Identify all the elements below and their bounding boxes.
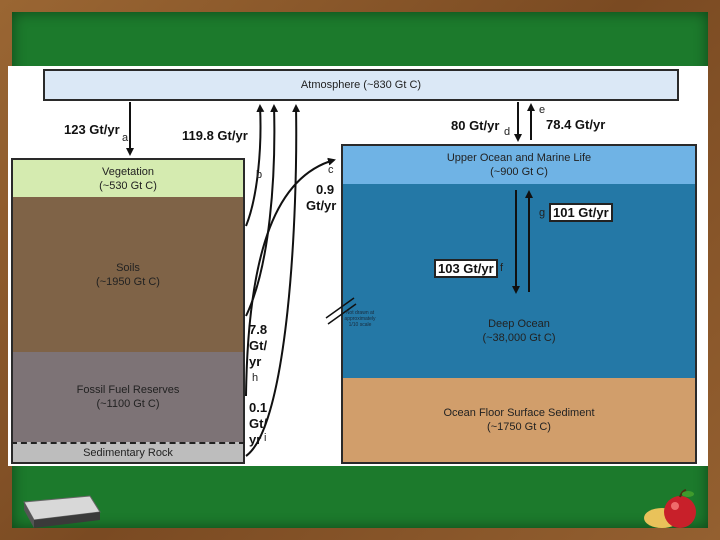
apple-icon [642, 488, 706, 532]
eraser-icon [20, 490, 102, 530]
flux-i-unit-2: yr [249, 432, 261, 447]
flux-b-value: 119.8 Gt/yr [182, 128, 248, 143]
flux-h-letter: h [252, 372, 258, 384]
flux-c-value: 0.9 [316, 182, 334, 197]
flux-e-letter: e [539, 104, 545, 116]
flux-c-unit: Gt/yr [306, 198, 336, 213]
flux-h-unit-2: yr [249, 354, 261, 369]
flux-b-letter: b [256, 169, 262, 181]
flux-g-letter: g [539, 207, 545, 219]
flux-a-letter: a [122, 132, 128, 144]
flux-a-value: 123 Gt/yr [64, 122, 120, 137]
flux-i-unit-1: Gt/ [249, 416, 267, 431]
flux-d-letter: d [504, 126, 510, 138]
scale-note: Not drawn at approximately 1/10 scale [340, 310, 380, 328]
flux-h-unit-1: Gt/ [249, 338, 267, 353]
flux-e-value: 78.4 Gt/yr [546, 117, 605, 132]
arrow-b [246, 106, 260, 226]
flux-i-value: 0.1 [249, 400, 267, 415]
flux-d-value: 80 Gt/yr [451, 118, 499, 133]
flux-f-value: 103 Gt/yr [434, 259, 498, 278]
flux-f-letter: f [500, 262, 503, 274]
flux-g-value: 101 Gt/yr [549, 203, 613, 222]
flux-i-letter: i [264, 432, 266, 444]
flux-c-letter: c [328, 164, 334, 176]
flux-h-value: 7.8 [249, 322, 267, 337]
carbon-cycle-diagram: Atmosphere (~830 Gt C) Vegetation (~530 … [8, 66, 708, 466]
